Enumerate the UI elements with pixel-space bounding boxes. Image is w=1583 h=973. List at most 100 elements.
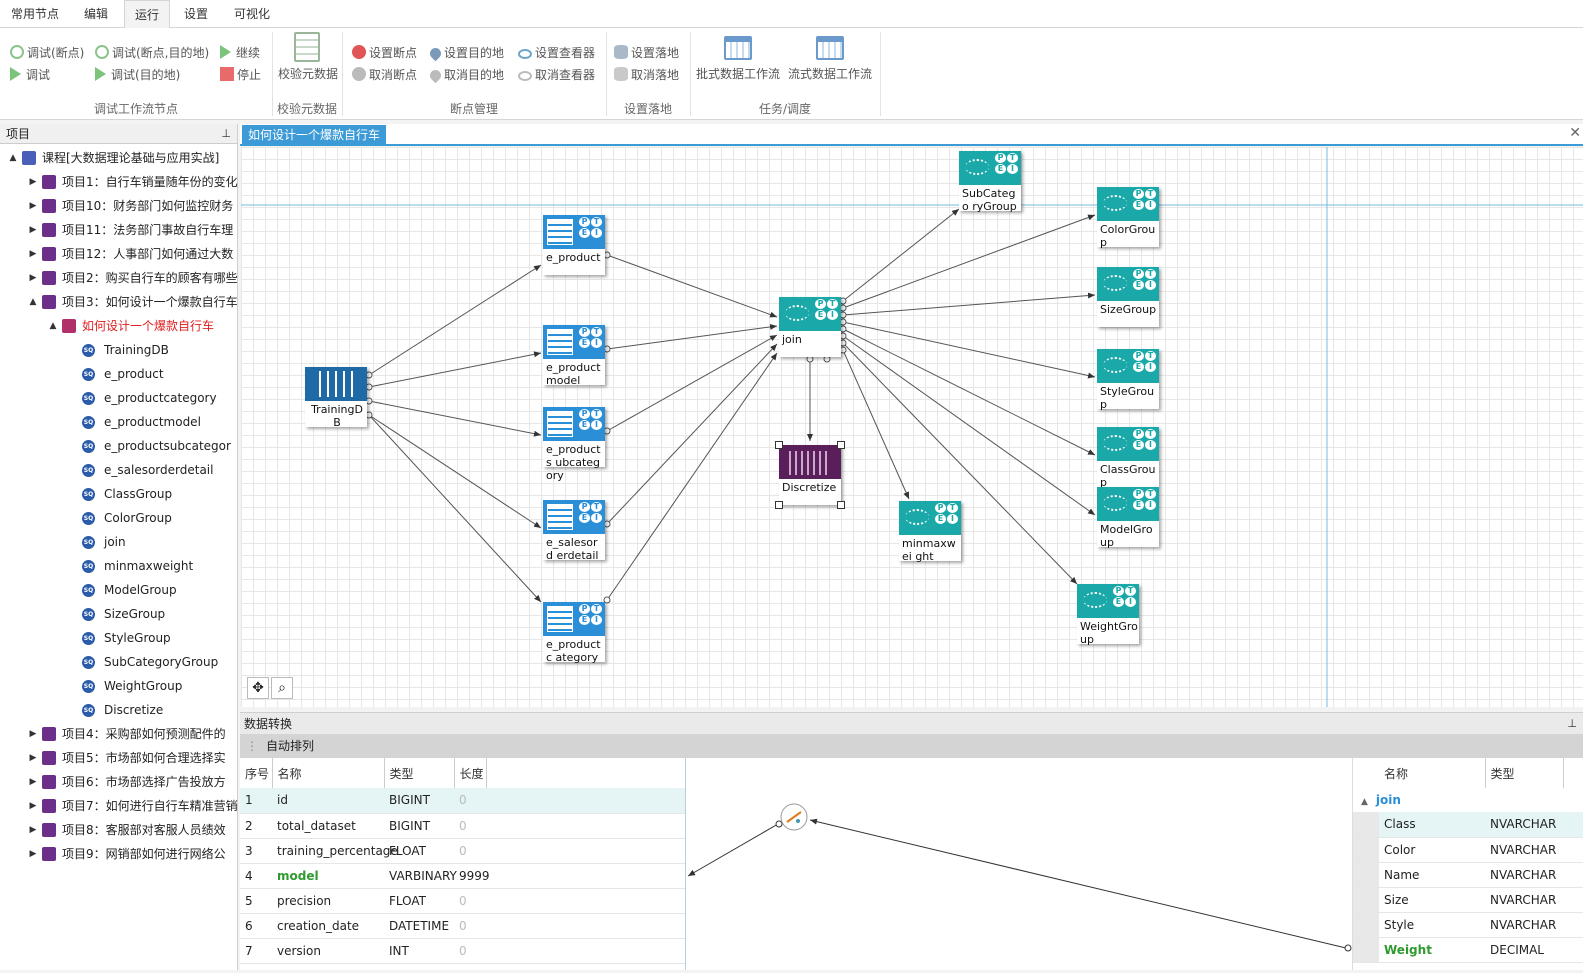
set-viewer-button[interactable]: 设置查看器 — [518, 45, 595, 61]
set-target-button[interactable]: 设置目的地 — [427, 45, 504, 62]
expand-icon[interactable]: ▶ — [29, 225, 37, 235]
debug-breakpoint-button[interactable]: 调试(断点) — [10, 45, 84, 61]
tree-item[interactable]: ▶项目2：购买自行车的顾客有哪些 — [0, 266, 238, 290]
tree-item[interactable]: ▶项目4：采购部如何预测配件的 — [0, 722, 236, 746]
menu-tab-run[interactable]: 运行 — [124, 0, 170, 29]
expand-icon[interactable]: ▶ — [29, 825, 37, 835]
collapse-icon[interactable]: ▲ — [9, 153, 17, 163]
document-tab[interactable]: 如何设计一个爆款自行车 — [242, 125, 387, 146]
set-landing-button[interactable]: 设置落地 — [614, 45, 679, 61]
expand-icon[interactable]: ▶ — [29, 753, 37, 763]
pin-icon[interactable]: ⊥ — [221, 127, 231, 140]
stream-workflow-button[interactable]: 流式数据工作流 — [786, 36, 874, 82]
menu-tab-visualize[interactable]: 可视化 — [233, 7, 270, 21]
tree-item[interactable]: ▲课程[大数据理论基础与应用实战] — [0, 146, 236, 170]
batch-workflow-button[interactable]: 批式数据工作流 — [694, 36, 782, 82]
col-header-type[interactable]: 类型 — [1485, 758, 1564, 788]
cancel-viewer-button[interactable]: 取消查看器 — [518, 67, 595, 83]
collapse-icon[interactable]: ▲ — [49, 321, 57, 331]
pin-icon[interactable]: ⊥ — [1567, 717, 1577, 730]
continue-button[interactable]: 继续 — [220, 45, 260, 61]
workflow-node-discretize[interactable]: Discretize — [779, 445, 841, 505]
tree-item[interactable]: ▶项目7：如何进行自行车精准营销 — [0, 794, 238, 818]
expand-icon[interactable]: ▶ — [29, 177, 37, 187]
selection-handle[interactable] — [775, 501, 783, 509]
expand-icon[interactable]: ▶ — [29, 729, 37, 739]
field-mapping-area[interactable] — [686, 758, 1352, 970]
target-group-join[interactable]: ▲join — [1361, 793, 1401, 807]
tree-item[interactable]: ▶项目8：客服部对客服人员绩效 — [0, 818, 236, 842]
debug-breakpoint-target-button[interactable]: 调试(断点,目的地) — [95, 45, 209, 61]
tree-item[interactable]: ▶项目12：人事部门如何通过大数 — [0, 242, 236, 266]
expand-icon[interactable]: ▶ — [29, 777, 37, 787]
expand-icon[interactable]: ▶ — [29, 801, 37, 811]
stop-button[interactable]: 停止 — [220, 67, 261, 83]
collapse-icon[interactable]: ▲ — [1361, 797, 1368, 807]
tree-item[interactable]: ▶项目10：财务部门如何监控财务 — [0, 194, 236, 218]
tree-item[interactable]: ▲项目3：如何设计一个爆款自行车 — [0, 290, 238, 314]
tree-item[interactable]: ▶项目9：网销部如何进行网络公 — [0, 842, 236, 866]
tree-item[interactable]: ▶项目5：市场部如何合理选择实 — [0, 746, 236, 770]
menu-tab-edit[interactable]: 编辑 — [83, 7, 108, 21]
tree-item[interactable]: ▶项目6：市场部选择广告投放方 — [0, 770, 236, 794]
validate-metadata-button[interactable]: 校验元数据 — [278, 32, 338, 82]
close-icon[interactable]: ✕ — [1569, 125, 1581, 141]
workflow-node-trainingdb[interactable]: TrainingDB — [305, 367, 367, 429]
pan-icon[interactable]: ✥ — [247, 677, 269, 699]
cancel-breakpoint-button[interactable]: 取消断点 — [352, 67, 417, 83]
expand-icon[interactable]: ▶ — [29, 249, 37, 259]
col-header-index[interactable]: 序号 — [240, 758, 273, 788]
cancel-landing-button[interactable]: 取消落地 — [614, 67, 679, 83]
node-port[interactable] — [603, 596, 611, 604]
collapse-icon[interactable]: ▲ — [29, 297, 37, 307]
debug-target-button[interactable]: 调试(目的地) — [95, 67, 180, 83]
menu-tab-common-nodes[interactable]: 常用节点 — [10, 7, 59, 21]
expand-icon[interactable]: ▶ — [29, 201, 37, 211]
expand-icon[interactable]: ▶ — [29, 273, 37, 283]
menu-tab-settings[interactable]: 设置 — [183, 7, 208, 21]
tree-item[interactable]: ▲如何设计一个爆款自行车 — [0, 314, 236, 338]
auto-arrange-button[interactable]: 自动排列 — [266, 739, 315, 753]
